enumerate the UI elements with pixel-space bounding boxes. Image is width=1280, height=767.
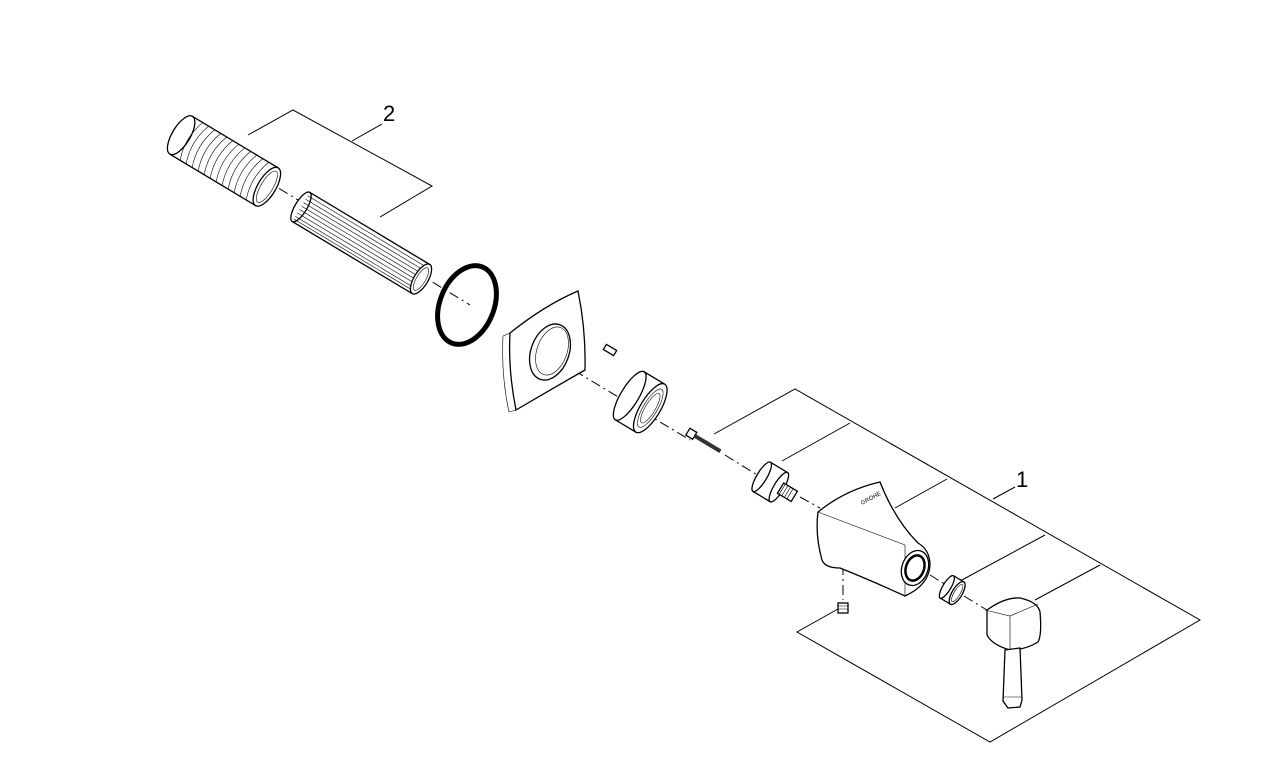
valve-cartridge: [751, 461, 799, 503]
locating-pin: [602, 343, 618, 357]
bushing: [938, 574, 966, 606]
escutcheon-body: GROHE: [816, 481, 931, 597]
lever-handle: [984, 597, 1042, 709]
grub-screw: [837, 602, 849, 614]
fixing-screw: [684, 427, 722, 453]
callout-1-bracket: [713, 388, 1202, 743]
corrugated-sleeve: [166, 115, 282, 207]
splined-extension-tube: [290, 191, 433, 295]
o-ring: [435, 263, 499, 347]
wall-rosette: [502, 290, 586, 413]
callout-1-label: 1: [1016, 467, 1029, 492]
threaded-ring-nut: [612, 370, 668, 434]
callout-2-bracket: [247, 109, 434, 218]
callout-2-label: 2: [383, 101, 396, 126]
